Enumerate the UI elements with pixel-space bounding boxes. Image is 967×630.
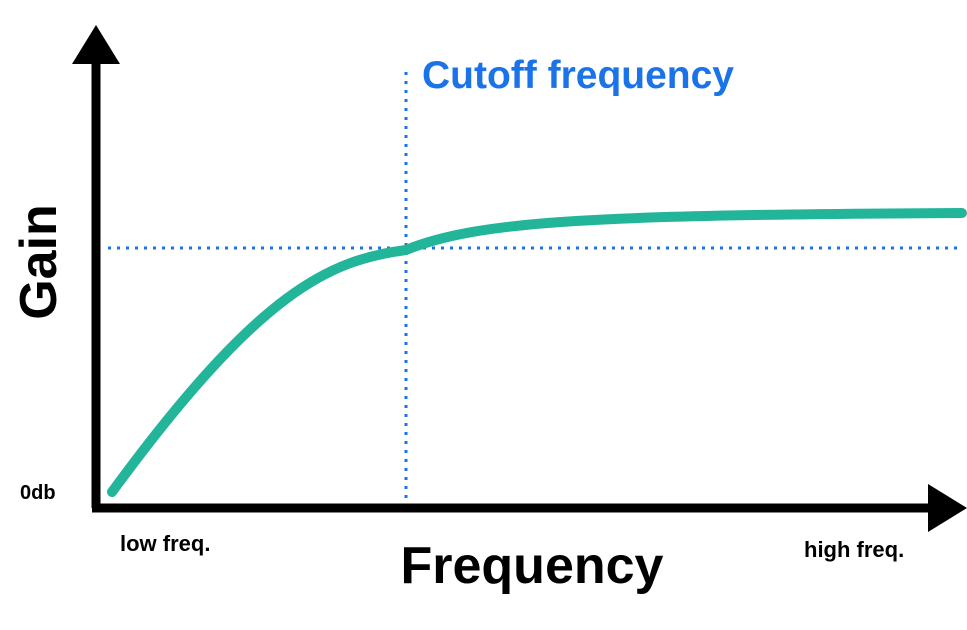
zero-db-label: 0db: [20, 482, 56, 504]
cutoff-frequency-label: Cutoff frequency: [422, 54, 734, 97]
x-axis-label: Frequency: [401, 537, 664, 595]
high-frequency-label: high freq.: [804, 537, 904, 562]
y-axis-arrowhead: [72, 25, 120, 64]
gain-curve: [107, 208, 967, 497]
low-frequency-label: low freq.: [120, 531, 210, 556]
x-axis-arrowhead: [928, 484, 967, 532]
y-axis-label: Gain: [10, 204, 68, 320]
